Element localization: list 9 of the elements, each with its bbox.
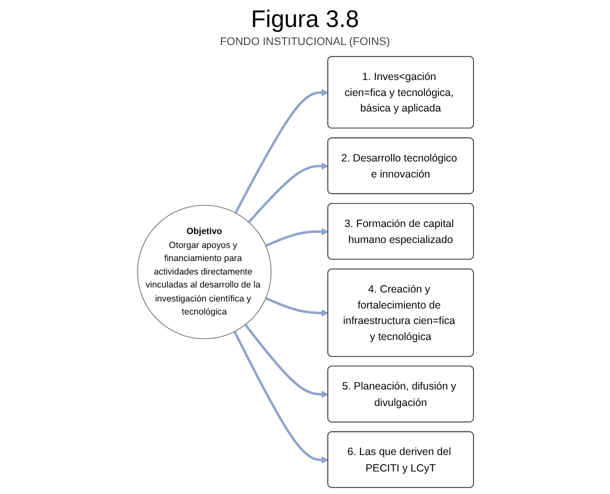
node-circle: Objetivo Otorgar apoyos y financiamiento para actividades directamente vinculadas al desarrollo de la investigación científica y tecnológica: [136, 204, 271, 340]
arrow: [234, 89, 328, 214]
arrow: [264, 228, 328, 247]
arrow: [244, 324, 328, 398]
arrow: [264, 297, 328, 317]
arrow: [232, 331, 328, 464]
subtitle: FONDO INSTITUCIONAL (FOINS): [220, 36, 390, 48]
figure-title: Figura 3.8: [250, 6, 360, 34]
arrow: [247, 162, 328, 224]
